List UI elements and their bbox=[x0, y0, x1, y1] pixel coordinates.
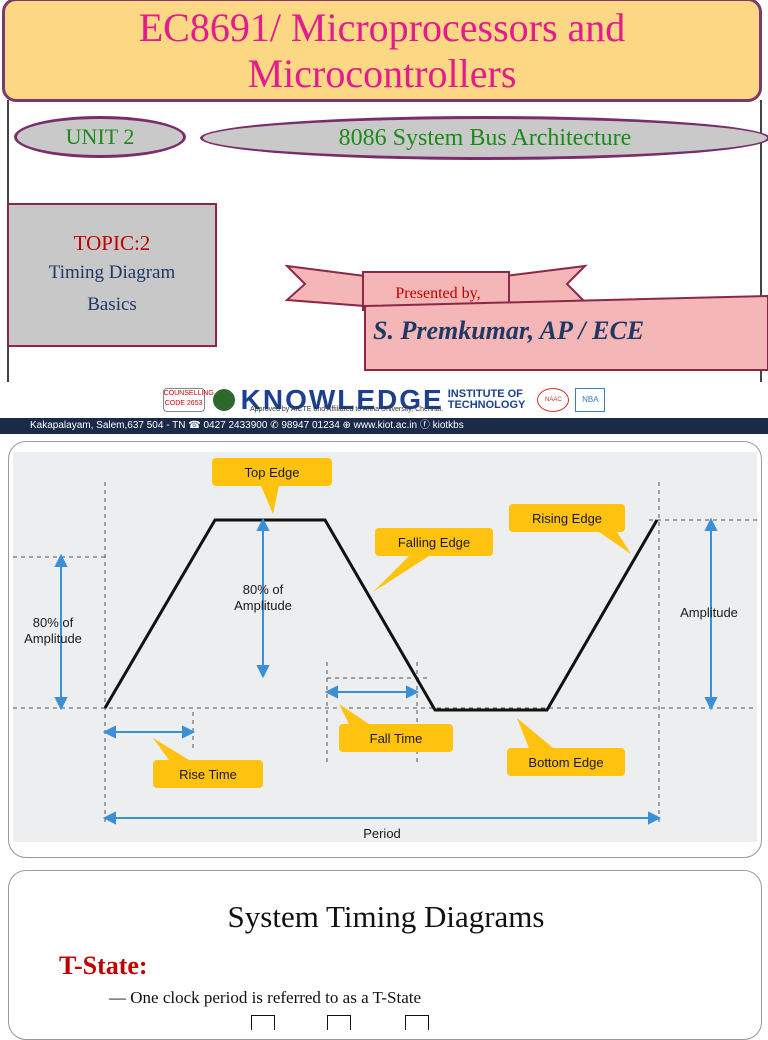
rise-time-callout bbox=[153, 760, 263, 788]
falling-edge-text: Falling Edge bbox=[398, 535, 470, 550]
presented-by-label: Presented by, bbox=[395, 285, 481, 302]
institute-name: KNOWLEDGE bbox=[240, 384, 444, 415]
subject-badge: 8086 System Bus Architecture bbox=[200, 116, 768, 160]
institute-seal-icon bbox=[212, 389, 235, 411]
t-state-definition: — One clock period is referred to as a T… bbox=[109, 988, 422, 1007]
period-label: Period bbox=[363, 826, 401, 841]
unit-label: UNIT 2 bbox=[65, 124, 135, 149]
unit-badge: UNIT 2 bbox=[14, 116, 186, 158]
rising-edge-callout-pointer bbox=[599, 532, 631, 554]
timing-waveform-diagram: Top Edge Falling Edge Rising Edge Fall T… bbox=[13, 458, 757, 841]
fall-time-callout-pointer bbox=[339, 704, 369, 724]
contact-bar: Kakapalayam, Salem,637 504 - TN ☎ 0427 2… bbox=[0, 418, 768, 434]
falling-edge-callout-pointer bbox=[373, 556, 429, 592]
amp80-center-arrowhead-top bbox=[256, 517, 270, 531]
amplitude-arrowhead-bottom bbox=[704, 697, 718, 711]
rise-time-arrowhead-right bbox=[182, 725, 196, 739]
title-slide: EC8691/ Microprocessors and Microcontrol… bbox=[0, 0, 768, 382]
amp80-left-arrowhead-bottom bbox=[54, 697, 68, 711]
fall-time-callout bbox=[339, 724, 453, 752]
institute-subtitle-line2: TECHNOLOGY bbox=[447, 399, 526, 411]
topic-label: TOPIC:2 bbox=[73, 231, 151, 255]
amp80-center-line2: Amplitude bbox=[234, 598, 292, 613]
naac-logo-icon: NAAC bbox=[537, 388, 570, 412]
course-title-line1: EC8691/ Microprocessors and bbox=[138, 5, 626, 50]
bottom-edge-callout-pointer bbox=[517, 718, 553, 748]
ribbon-banner-icon bbox=[285, 264, 768, 371]
t-state-heading: T-State: bbox=[59, 951, 148, 980]
institute-logo-bar: COUNSELLING CODE 2653 KNOWLEDGE INSTITUT… bbox=[0, 382, 768, 418]
amplitude-arrowhead-top bbox=[704, 517, 718, 531]
clock-pulse bbox=[405, 1015, 429, 1030]
rising-edge-text: Rising Edge bbox=[532, 511, 602, 526]
course-title-box: EC8691/ Microprocessors and Microcontrol… bbox=[2, 0, 762, 102]
rise-time-text: Rise Time bbox=[179, 767, 237, 782]
fall-time-arrowhead-right bbox=[406, 685, 420, 699]
rise-time-arrowhead-left bbox=[102, 725, 116, 739]
period-arrowhead-left bbox=[102, 811, 116, 825]
bottom-edge-callout bbox=[507, 748, 625, 776]
topic-line1: Timing Diagram bbox=[48, 262, 176, 283]
diagram-background bbox=[13, 452, 757, 842]
presenter-name: S. Premkumar, AP / ECE bbox=[373, 316, 645, 345]
waveform-line bbox=[103, 518, 659, 712]
institute-subtitle-line1: INSTITUTE OF bbox=[447, 388, 523, 400]
fall-time-arrowhead-left bbox=[324, 685, 338, 699]
approval-text: Approved by AICTE and Affiliated to Anna… bbox=[250, 406, 444, 413]
clock-pulse bbox=[327, 1015, 351, 1030]
counselling-code-badge: COUNSELLING CODE 2653 bbox=[162, 388, 214, 412]
top-edge-text: Top Edge bbox=[245, 465, 300, 480]
timing-diagram-slide: Top Edge Falling Edge Rising Edge Fall T… bbox=[8, 441, 762, 858]
amp80-left-line2: Amplitude bbox=[24, 631, 82, 646]
amp80-left-line1: 80% of bbox=[33, 615, 74, 630]
callouts bbox=[153, 458, 631, 788]
period-arrowhead-right bbox=[648, 811, 662, 825]
course-title-line2: Microcontrollers bbox=[247, 51, 517, 96]
rise-time-callout-pointer bbox=[153, 738, 189, 760]
slide3-title: System Timing Diagrams bbox=[227, 899, 545, 934]
amplitude-label: Amplitude bbox=[680, 605, 738, 620]
top-edge-callout-pointer bbox=[261, 486, 279, 514]
rising-edge-callout bbox=[509, 504, 625, 532]
clock-pulse bbox=[251, 1015, 275, 1030]
topic-line2: Basics bbox=[87, 294, 137, 315]
institute-subtitle: INSTITUTE OF TECHNOLOGY bbox=[448, 389, 526, 411]
system-timing-slide: System Timing Diagrams T-State: — One cl… bbox=[8, 870, 762, 1040]
amp80-center-arrowhead-bottom bbox=[256, 665, 270, 679]
topic-box: TOPIC:2 Timing Diagram Basics bbox=[7, 203, 217, 347]
measurement-arrows bbox=[54, 517, 718, 825]
slide-border-right bbox=[760, 100, 762, 382]
subject-label: 8086 System Bus Architecture bbox=[338, 124, 632, 151]
amp80-center-line1: 80% of bbox=[243, 582, 284, 597]
bottom-edge-text: Bottom Edge bbox=[528, 755, 603, 770]
fall-time-text: Fall Time bbox=[370, 731, 423, 746]
top-edge-callout bbox=[212, 458, 332, 486]
amp80-left-arrowhead-top bbox=[54, 553, 68, 567]
falling-edge-callout bbox=[375, 528, 493, 556]
nba-logo-icon: NBA bbox=[575, 388, 606, 412]
